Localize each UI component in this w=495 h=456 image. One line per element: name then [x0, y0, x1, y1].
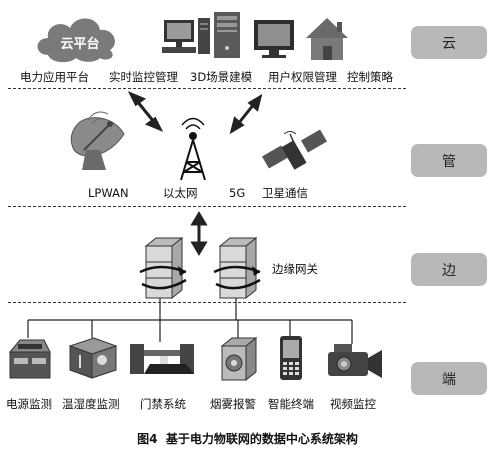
- app-label-realtime-monitoring: 实时监控管理: [109, 70, 178, 84]
- app-label-control-strategy: 控制策略: [347, 70, 393, 84]
- device-label-temp-humidity: 温湿度监测: [62, 397, 120, 411]
- figure-number: 图4: [137, 432, 158, 446]
- layer-badge-edge: 边: [411, 253, 487, 286]
- app-label-3d-modeling: 3D场景建模: [190, 70, 253, 84]
- network-label-lpwan: LPWAN: [88, 186, 129, 200]
- desktop-computer-icon: [162, 18, 210, 54]
- arrow-cloud-pipe-left: [127, 91, 164, 132]
- arrow-pipe-edge: [190, 211, 208, 256]
- cloud-platform-badge: 云平台: [60, 37, 100, 52]
- layer-badge-pipe: 管: [411, 144, 487, 177]
- figure-title: 基于电力物联网的数据中心系统架构: [165, 432, 358, 446]
- video-camera-icon: [328, 344, 382, 378]
- device-label-video-surveillance: 视频监控: [330, 397, 376, 411]
- app-label-power-platform: 电力应用平台: [20, 70, 89, 84]
- satellite-dish-icon: [70, 111, 125, 170]
- arrow-cloud-pipe-right: [229, 93, 263, 135]
- house-icon: [306, 18, 348, 60]
- layer-badge-terminal: 端: [411, 362, 487, 395]
- power-monitor-icon: [8, 339, 51, 379]
- network-label-satellite: 卫星通信: [262, 186, 308, 200]
- device-label-smart-terminal: 智能终端: [268, 397, 314, 411]
- access-control-gate-icon: [130, 344, 194, 374]
- device-label-power-monitor: 电源监测: [6, 397, 52, 411]
- satellite-icon: [261, 129, 328, 170]
- app-label-user-permissions: 用户权限管理: [268, 70, 337, 84]
- separator-pipe-edge: [8, 206, 406, 207]
- temperature-humidity-sensor-icon: [68, 337, 118, 379]
- gateway-server-icon-right: [213, 236, 261, 300]
- figure-caption: 图4 基于电力物联网的数据中心系统架构: [0, 430, 495, 447]
- device-label-smoke-alarm: 烟雾报警: [210, 397, 256, 411]
- network-label-5g: 5G: [229, 186, 246, 200]
- server-tower-icon: [214, 12, 240, 58]
- layer-badge-cloud: 云: [411, 26, 487, 59]
- smoke-detector-icon: [220, 336, 258, 382]
- device-label-access-control: 门禁系统: [140, 397, 186, 411]
- separator-edge-terminal: [8, 302, 406, 303]
- cloud-icon: [37, 18, 115, 63]
- separator-cloud-pipe: [8, 88, 406, 89]
- smart-terminal-icon: [280, 336, 302, 380]
- gateway-server-icon-left: [139, 236, 187, 300]
- edge-gateway-label: 边缘网关: [272, 262, 318, 276]
- monitor-icon: [254, 20, 294, 58]
- network-label-ethernet: 以太网: [163, 186, 198, 200]
- cell-tower-icon: [180, 117, 206, 181]
- terminal-bus-lines: [27, 298, 353, 344]
